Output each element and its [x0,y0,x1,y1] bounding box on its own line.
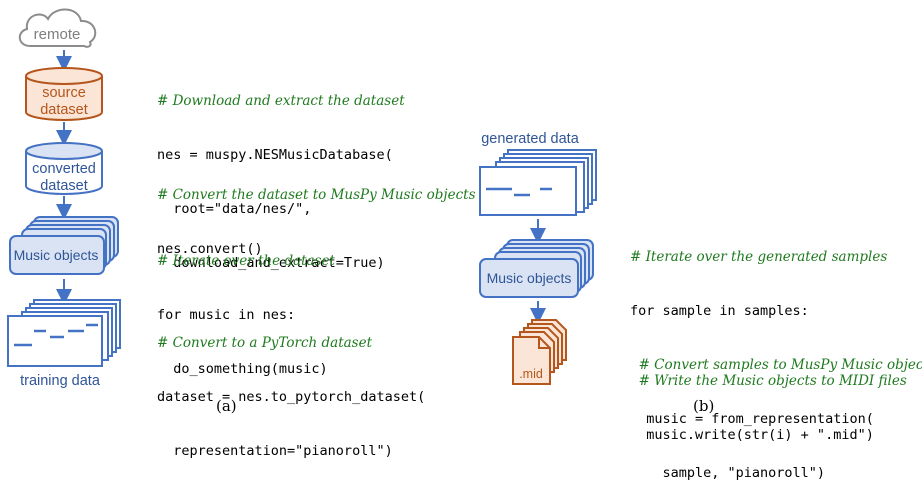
converted-dataset-cylinder-icon [25,142,103,195]
generated-pianoroll-stack-icon [479,149,597,216]
generated-pianoroll-notes-icon [486,187,552,197]
comment-write-midi: # Write the Music objects to MIDI files [630,373,907,389]
code-line: for sample in samples: [630,303,809,319]
music-objects-label-b: Music objects [487,270,572,286]
code-block-convert: # Convert the dataset to MusPy Music obj… [157,150,476,276]
cloud-icon [18,8,97,48]
training-data-label: training data [20,373,101,389]
caption-a: (a) [216,397,237,415]
code-line: root="data/nes/", [157,201,312,217]
pipeline-diagram: remote source dataset converted dataset … [7,8,597,389]
comment-convert-samples: # Convert samples to MusPy Music objects [630,357,922,373]
converted-label-line1: converted [32,161,96,177]
source-label-line1: source [42,85,86,101]
code-line: music.write(str(i) + ".mid") [630,427,874,443]
code-block-write: # Write the Music objects to MIDI files … [630,336,907,462]
source-label-line2: dataset [40,102,88,118]
pianoroll-stack-icon [7,299,121,367]
code-line: dataset = nes.to_pytorch_dataset( [157,389,426,405]
pianoroll-notes-icon [14,323,98,347]
comment-download: # Download and extract the dataset [157,93,405,109]
comment-iterate-samples: # Iterate over the generated samples [630,249,888,265]
code-block-pytorch: # Convert to a PyTorch dataset dataset =… [157,298,425,478]
caption-b: (b) [693,397,715,415]
generated-data-label: generated data [481,131,579,147]
mid-file-label: .mid [519,367,543,381]
code-line: for music in nes: [157,307,296,323]
source-dataset-cylinder-icon [25,67,103,121]
code-line: sample, "pianoroll") [630,465,826,481]
converted-label-line2: dataset [40,178,88,194]
midi-file-stack-icon [512,319,567,385]
remote-label: remote [34,26,81,43]
music-objects-stack-icon [9,216,119,275]
code-line: do_something(music) [157,361,328,377]
code-line: nes.convert() [157,241,263,257]
code-line: download_and_extract=True) [157,255,385,271]
comment-iterate: # Iterate over the dataset [157,253,335,269]
code-line: representation="pianoroll") [157,443,393,459]
music-objects-stack-b-icon [479,239,594,298]
comment-pytorch: # Convert to a PyTorch dataset [157,335,373,351]
music-objects-label-a: Music objects [14,247,99,263]
code-block-iterate: # Iterate over the dataset for music in … [157,216,335,396]
code-block-download: # Download and extract the dataset nes =… [157,56,405,290]
code-line: nes = muspy.NESMusicDatabase( [157,147,393,163]
comment-convert: # Convert the dataset to MusPy Music obj… [157,187,476,203]
